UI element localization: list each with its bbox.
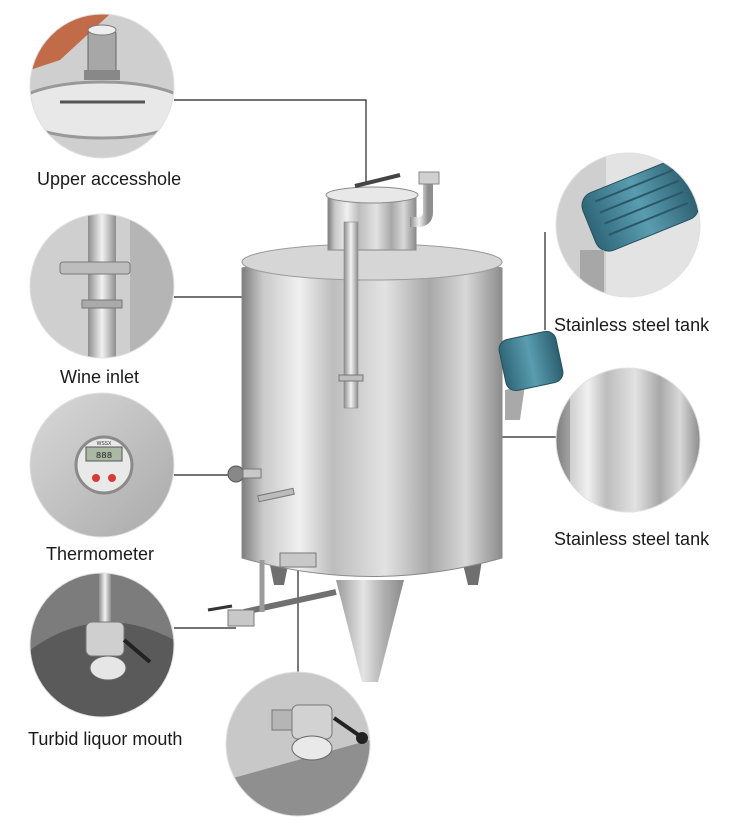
side-valve <box>257 487 295 503</box>
label-wine-inlet: Wine inlet <box>60 367 140 387</box>
detail-bottom-valve <box>226 672 370 816</box>
detail-wine-inlet <box>30 214 174 358</box>
tank-body <box>241 253 503 577</box>
label-tank-body: Stainless steel tank <box>554 529 710 549</box>
detail-motor-frame <box>555 152 701 298</box>
leader-upper-accesshole <box>174 99 367 185</box>
detail-thermometer-frame <box>29 392 175 538</box>
label-turbid-liquor-mouth: Turbid liquor mouth <box>28 729 183 749</box>
detail-upper-accesshole <box>30 14 174 158</box>
turbid-handle <box>207 604 233 612</box>
thermometer-value: 888 <box>96 451 112 461</box>
detail-tank-body <box>556 368 700 512</box>
detail-upper-accesshole-frame <box>29 13 175 159</box>
detail-motor <box>556 153 700 297</box>
detail-wine-inlet-frame <box>29 213 175 359</box>
tank <box>207 171 564 682</box>
tank-neck <box>327 194 417 251</box>
thermometer-knob <box>227 465 245 483</box>
detail-tank-body-frame <box>555 367 701 513</box>
label-motor: Stainless steel tank <box>554 315 710 335</box>
detail-thermometer <box>30 393 174 537</box>
label-thermometer: Thermometer <box>46 544 155 564</box>
tank-leg-left <box>270 565 288 585</box>
wine-inlet-clamp <box>338 374 364 382</box>
turbid-pipe <box>243 589 337 615</box>
wine-inlet-pipe <box>343 221 359 409</box>
manhole-handle <box>354 173 401 188</box>
tank-cone <box>336 580 404 682</box>
detail-bottom-valve-frame <box>225 671 371 817</box>
detail-turbid-liquor-frame <box>29 572 175 718</box>
thermometer-brand: WSSX <box>97 441 112 447</box>
vent-cap <box>418 171 440 185</box>
thermometer-stem <box>242 468 262 479</box>
turbid-valve <box>227 609 255 627</box>
detail-turbid-liquor <box>30 573 174 717</box>
bottom-valve <box>279 552 317 568</box>
agitator-motor <box>498 330 564 420</box>
label-upper-accesshole: Upper accesshole <box>37 169 182 189</box>
tank-neck-rim <box>325 186 419 204</box>
vent-pipe <box>410 182 433 227</box>
